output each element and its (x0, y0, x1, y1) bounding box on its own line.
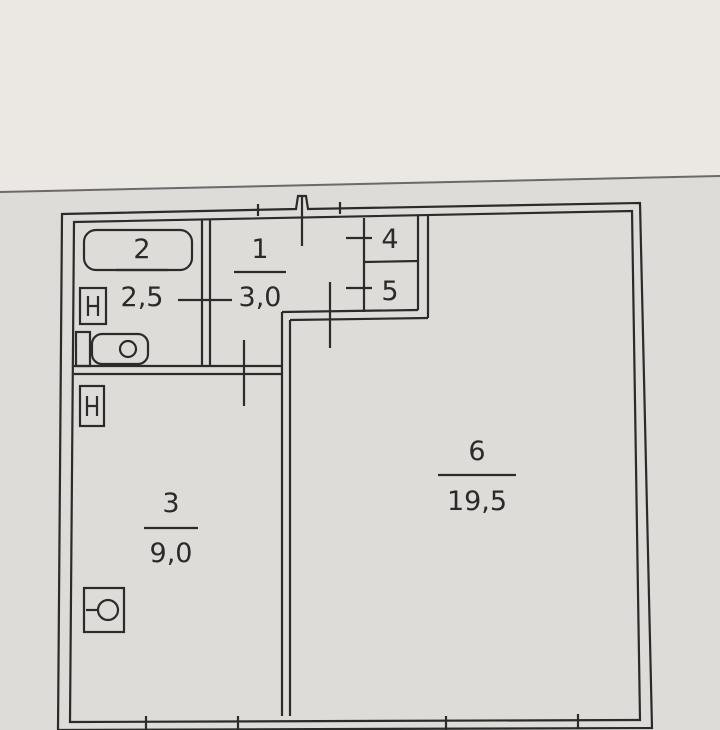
outer-wall-inner (68, 209, 642, 724)
sheet-edge (0, 175, 720, 193)
room-5-number: 5 (381, 276, 398, 307)
stove-icon (82, 586, 126, 634)
room-6-area: 19,5 (447, 486, 507, 517)
room-2-number: 2 (133, 234, 150, 265)
outer-wall-outer (56, 194, 654, 730)
wall-6-top-inner (289, 316, 429, 322)
toilet-icon (90, 332, 150, 366)
floor-plan (56, 194, 654, 730)
sink-icon-mark (86, 296, 100, 316)
kitchen-sink-icon (78, 384, 106, 428)
wall-6-top (281, 308, 419, 314)
room-3-area: 9,0 (150, 538, 193, 569)
paper-sheet (0, 176, 720, 730)
closet-divider (363, 259, 419, 264)
room-6-number: 6 (468, 436, 485, 467)
kitchen-sink-mark (85, 396, 99, 416)
room-labels: 2 2,5 1 3,0 4 5 3 9,0 6 19,5 (121, 224, 508, 569)
room-4-number: 4 (381, 224, 398, 255)
room-2-area: 2,5 (121, 282, 164, 313)
room-1-area: 3,0 (239, 282, 282, 313)
sink-icon (78, 286, 108, 326)
toilet-tank (74, 330, 92, 368)
toilet-bowl (118, 339, 138, 359)
room-3-number: 3 (162, 488, 179, 519)
room-1-number: 1 (251, 234, 268, 265)
